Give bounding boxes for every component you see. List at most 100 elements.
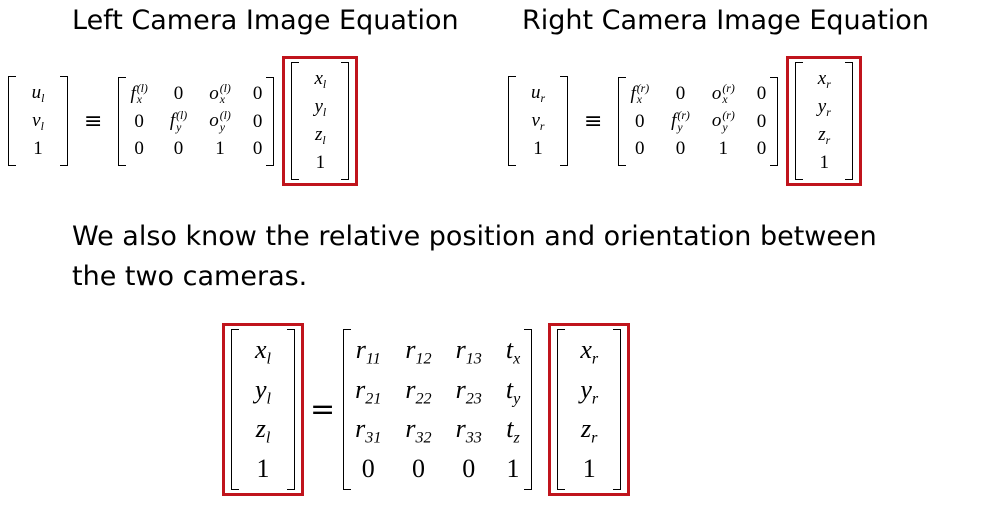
entry-base: t	[505, 335, 514, 364]
matrix-entry: 0	[676, 83, 686, 105]
entry-base: x	[254, 335, 267, 364]
entry-subscript: r	[591, 390, 599, 408]
entry-subscript: r	[826, 106, 831, 120]
entry-base: f	[130, 82, 136, 104]
entry-subscript: r	[825, 134, 831, 148]
entry-base: f	[630, 82, 636, 104]
entry-base: 0	[361, 453, 375, 483]
entry-base: r	[405, 374, 416, 404]
entry-superscript: (r)	[636, 81, 650, 95]
entry-subscript: y	[176, 120, 182, 134]
matrix-entry: ty	[506, 375, 520, 409]
matrix-entry: r11	[356, 335, 381, 369]
entry-subscript: r	[591, 429, 598, 447]
entry-superscript: (r)	[677, 109, 690, 123]
entry-base: 0	[411, 453, 425, 483]
matrix-entry: tz	[506, 414, 520, 448]
matrix-entry: o(l)y	[209, 110, 231, 134]
entry-subscript: l	[322, 78, 327, 92]
entry-subscript: 13	[465, 350, 482, 368]
left-point-highlight-box: x l yl zl 1	[222, 323, 304, 496]
matrix-entry: r21	[355, 375, 381, 409]
matrix-entry: 0	[174, 83, 184, 105]
equiv-symbol: ≡	[584, 108, 603, 134]
entry-subscript: r	[539, 120, 545, 134]
entry-subscript: l	[40, 120, 44, 134]
matrix-entry: f(l)y	[170, 110, 187, 134]
matrix-entry: 1	[257, 454, 270, 484]
entry-base: t	[505, 374, 514, 404]
entry-subscript: z	[513, 429, 520, 447]
entry-subscript: x	[219, 93, 225, 107]
entry-base: 0	[635, 110, 645, 132]
left-camera-heading: Left Camera Image Equation	[72, 5, 459, 36]
entry-base: 1	[256, 453, 270, 483]
matrix-entry: r12	[405, 335, 431, 369]
entry-base: z	[818, 124, 826, 146]
matrix-entry: 0	[253, 111, 263, 133]
matrix-entry: zl	[315, 124, 326, 148]
matrix-entry: 0	[362, 454, 375, 484]
entry-subscript: x	[136, 93, 142, 107]
matrix-entry: xl	[314, 68, 326, 92]
entry-base: 0	[134, 110, 144, 132]
entry-base: z	[581, 414, 592, 444]
entry-subscript: y	[513, 390, 521, 408]
matrix-entry: 0	[757, 83, 767, 105]
entry-subscript: r	[826, 78, 831, 92]
matrix-entry: vl	[32, 110, 44, 134]
entry-base: r	[405, 335, 416, 364]
entry-base: 0	[635, 137, 645, 159]
entry-subscript: l	[265, 429, 271, 447]
entry-base: t	[506, 414, 514, 444]
matrix-entry: yr	[818, 96, 831, 120]
matrix-entry: xr	[818, 68, 831, 92]
entry-base: o	[711, 82, 722, 104]
entry-base: 0	[756, 83, 767, 105]
matrix-entry: o(l)x	[209, 82, 231, 107]
entry-base: r	[455, 414, 466, 444]
entry-base: o	[209, 110, 219, 132]
entry-base: z	[255, 414, 266, 444]
matrix-entry: r23	[456, 375, 482, 409]
entry-base: f	[671, 110, 677, 132]
entry-subscript: 33	[465, 429, 482, 447]
matrix-entry: yl	[314, 96, 326, 120]
entry-base: x	[314, 68, 323, 89]
matrix-entry: 1	[820, 152, 830, 174]
entry-subscript: x	[513, 350, 521, 368]
entry-base: r	[405, 414, 416, 444]
entry-subscript: x	[722, 93, 728, 107]
matrix-entry: yl	[255, 375, 271, 409]
entry-base: x	[817, 68, 827, 89]
entry-subscript: 12	[415, 350, 432, 368]
entry-superscript: (l)	[176, 109, 188, 123]
entry-base: o	[209, 82, 219, 104]
relative-pose-text-line-1: We also know the relative position and o…	[72, 221, 877, 252]
matrix-entry: 0	[174, 138, 184, 160]
matrix-entry: zl	[256, 414, 271, 448]
entry-base: r	[455, 335, 466, 364]
entry-base: u	[31, 82, 42, 104]
entry-base: 0	[675, 137, 686, 159]
matrix-entry: 0	[253, 138, 263, 160]
entry-base: 1	[533, 138, 543, 160]
entry-base: r	[355, 414, 366, 444]
entry-base: 1	[718, 137, 729, 159]
matrix-entry: o(r)x	[711, 82, 735, 107]
matrix-entry: r31	[355, 414, 381, 448]
entry-subscript: 11	[365, 350, 381, 368]
matrix-entry: r13	[456, 335, 482, 369]
entry-base: 1	[819, 152, 830, 174]
equals-symbol: =	[310, 391, 336, 427]
entry-superscript: (l)	[136, 81, 148, 95]
entry-base: 0	[462, 453, 476, 483]
